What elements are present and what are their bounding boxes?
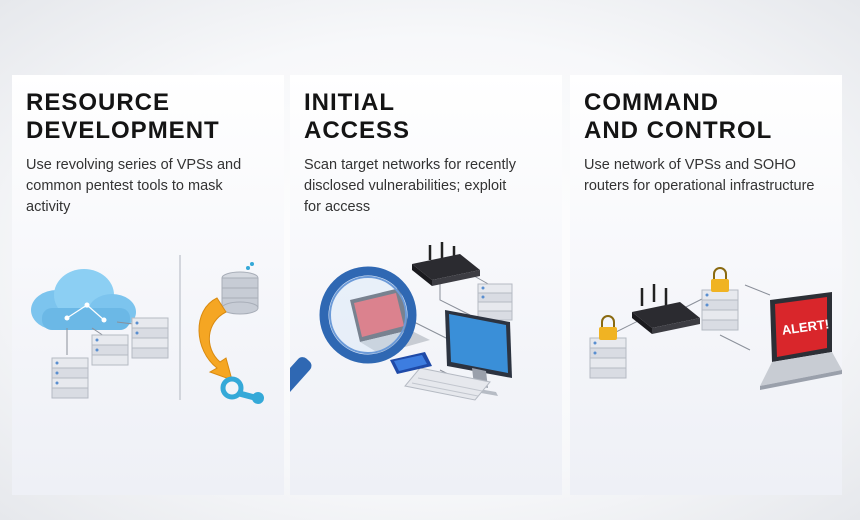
database-icon (221, 262, 259, 315)
server-icon (701, 289, 739, 331)
router-icon (632, 284, 700, 334)
phase-description: Use revolving series of VPSs and common … (26, 157, 242, 215)
server-icon (131, 317, 169, 359)
phase-description: Use network of VPSs and SOHO routers for… (584, 157, 815, 194)
phase-resource-development: RESOURCE DEVELOPMENT Use revolving serie… (12, 75, 284, 495)
keyboard-icon (404, 367, 491, 401)
initial-access-illustration (290, 242, 513, 406)
lock-icon (599, 315, 617, 340)
phone-icon (390, 352, 432, 374)
resource-development-illustration (31, 255, 264, 404)
server-icon (589, 337, 627, 379)
server-icon (91, 334, 129, 366)
alert-label: ALERT! (781, 316, 830, 337)
server-icon (477, 283, 513, 321)
lock-icon (711, 267, 729, 292)
cloud-icon (31, 269, 136, 330)
phase-title: INITIAL ACCESS (304, 89, 411, 144)
phase-title: RESOURCE DEVELOPMENT (26, 89, 220, 144)
phase-initial-access: INITIAL ACCESS Scan target networks for … (290, 75, 562, 495)
phase-command-and-control: COMMAND AND CONTROL Use network of VPSs … (570, 75, 842, 495)
phase-description: Scan target networks for recently disclo… (304, 157, 516, 215)
phase-title: COMMAND AND CONTROL (584, 89, 773, 144)
laptop-icon (760, 292, 842, 390)
command-and-control-illustration: ALERT! (589, 267, 842, 390)
wrench-icon (220, 376, 264, 404)
magnifier-icon (290, 266, 417, 406)
server-icon (51, 357, 89, 399)
router-icon (412, 242, 480, 286)
